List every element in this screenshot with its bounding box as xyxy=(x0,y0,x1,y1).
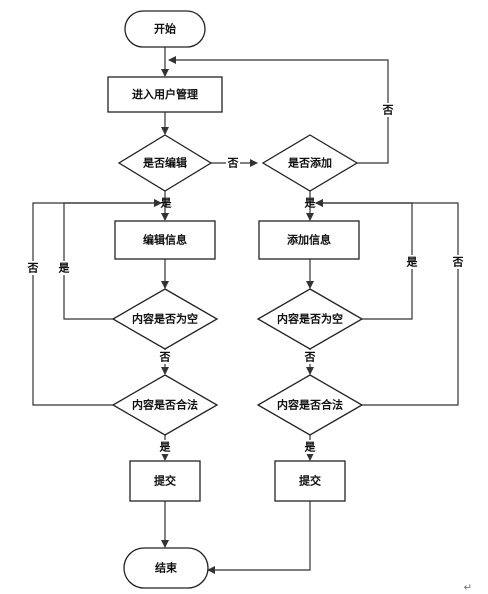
paragraph-mark: ↵ xyxy=(464,583,472,594)
label-yes-right-valid: 是 xyxy=(304,441,317,454)
add-info-box xyxy=(258,220,360,260)
end-terminal xyxy=(123,547,209,589)
left-is-empty-decision xyxy=(111,288,219,350)
right-submit-box xyxy=(274,460,346,502)
label-no-add-loop: 否 xyxy=(382,104,394,117)
right-is-empty-decision xyxy=(256,288,364,350)
right-submit-label: 提交 xyxy=(299,474,321,488)
edge-left-valid-no-loop xyxy=(32,199,162,406)
is-add-label: 是否添加 xyxy=(287,156,332,170)
add-info-label: 添加信息 xyxy=(287,233,331,247)
left-submit-box xyxy=(129,460,201,502)
is-add-decision xyxy=(261,134,359,192)
edge-labels: 否 否 是 是 是 否 是 否 否 否 是 是 ↵ xyxy=(25,103,472,594)
edit-info-box xyxy=(114,220,216,260)
label-yes-right-empty-loop: 是 xyxy=(406,256,419,269)
label-yes-edit: 是 xyxy=(160,197,173,210)
enter-user-mgmt-label: 进入用户管理 xyxy=(132,87,198,101)
edit-info-label: 编辑信息 xyxy=(143,233,187,247)
label-yes-left-valid: 是 xyxy=(159,441,172,454)
is-edit-label: 是否编辑 xyxy=(142,156,187,170)
left-submit-label: 提交 xyxy=(154,474,176,488)
label-no-edit-to-add: 否 xyxy=(227,157,239,170)
right-is-valid-label: 内容是否合法 xyxy=(277,398,343,412)
is-edit-decision xyxy=(117,134,213,192)
enter-user-mgmt-box xyxy=(107,76,223,113)
left-is-valid-decision xyxy=(111,374,219,436)
right-is-valid-decision xyxy=(256,374,364,436)
start-terminal xyxy=(124,10,206,48)
end-label: 结束 xyxy=(154,561,178,575)
edge-right-submit-to-end xyxy=(207,501,311,574)
label-no-left-empty: 否 xyxy=(159,351,171,364)
label-yes-left-empty-loop: 是 xyxy=(58,262,71,275)
edge-right-valid-no-loop xyxy=(315,199,459,406)
label-yes-add: 是 xyxy=(304,197,317,210)
edges xyxy=(32,47,459,574)
label-no-right-empty: 否 xyxy=(304,351,316,364)
nodes: 开始 进入用户管理 是否编辑 是否添加 编辑信息 添加信息 内容是否为空 内容是… xyxy=(107,10,364,589)
label-no-left-valid-loop: 否 xyxy=(27,262,39,275)
right-is-empty-label: 内容是否为空 xyxy=(277,312,343,326)
left-is-empty-label: 内容是否为空 xyxy=(132,312,198,326)
start-label: 开始 xyxy=(154,22,176,36)
left-is-valid-label: 内容是否合法 xyxy=(132,398,198,412)
label-no-right-valid-loop: 否 xyxy=(452,256,464,269)
